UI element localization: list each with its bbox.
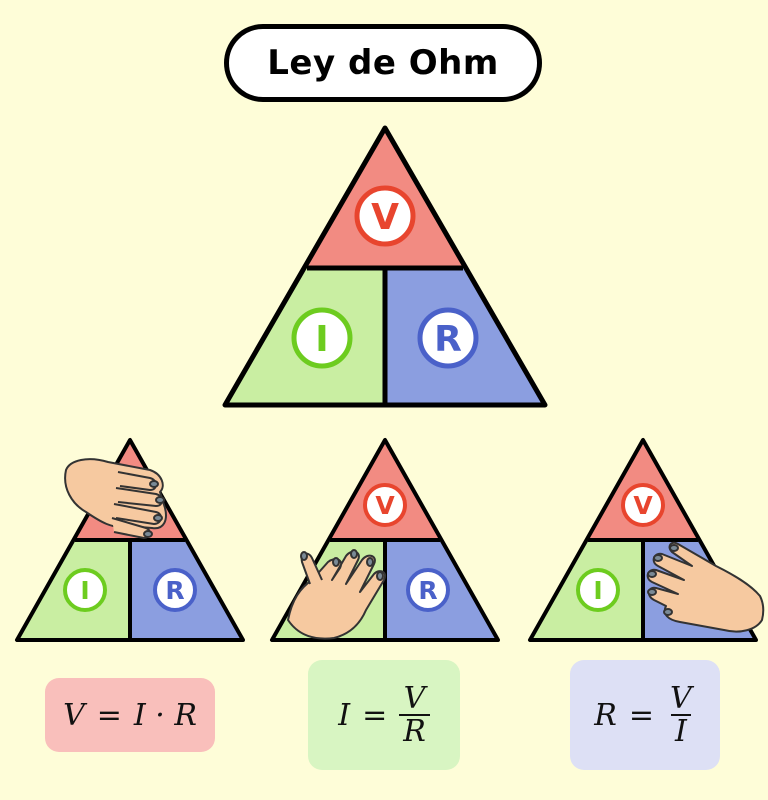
t1-resistance-letter: R <box>165 576 184 605</box>
formula-resistance-fraction: V I <box>666 680 696 748</box>
main-voltage-letter: V <box>371 197 399 238</box>
main-voltage-badge: V <box>354 185 416 247</box>
formula-current-numerator: V <box>403 680 426 716</box>
main-triangle: V I R <box>222 125 548 408</box>
triangle-solve-voltage: I R <box>15 438 245 642</box>
formula-resistance: R = V I <box>570 660 720 770</box>
t3-voltage-badge: V <box>621 483 665 527</box>
t1-resistance-badge: R <box>153 568 197 612</box>
main-resistance-letter: R <box>434 319 462 360</box>
formula-resistance-eq: = <box>628 697 655 733</box>
formula-voltage-eq: = <box>96 697 122 733</box>
hand-icon <box>287 549 386 640</box>
t3-current-badge: I <box>576 568 620 612</box>
t1-current-letter: I <box>80 576 89 605</box>
formula-current: I = V R <box>308 660 460 770</box>
main-resistance-badge: R <box>417 307 479 369</box>
t2-voltage-letter: V <box>375 491 395 520</box>
formula-current-fraction: V R <box>399 680 430 748</box>
t3-voltage-letter: V <box>633 491 653 520</box>
t2-resistance-letter: R <box>418 576 437 605</box>
t3-current-letter: I <box>593 576 602 605</box>
main-current-letter: I <box>315 319 328 360</box>
formula-voltage: V = I · R <box>45 678 215 752</box>
main-current-badge: I <box>291 307 353 369</box>
hand-icon <box>64 458 167 539</box>
title-text: Ley de Ohm <box>267 43 499 83</box>
t2-resistance-badge: R <box>406 568 450 612</box>
formula-resistance-denominator: I <box>670 714 691 748</box>
title-pill: Ley de Ohm <box>224 24 542 102</box>
t1-current-badge: I <box>63 568 107 612</box>
triangle-solve-resistance: V I <box>528 438 765 642</box>
t2-voltage-badge: V <box>363 483 407 527</box>
formula-current-eq: = <box>362 697 388 733</box>
formula-resistance-lhs: R <box>594 697 617 733</box>
formula-current-denominator: R <box>399 714 430 748</box>
formula-resistance-numerator: V <box>670 680 692 716</box>
formula-current-lhs: I <box>338 697 351 733</box>
triangle-solve-current: V R <box>270 438 500 642</box>
formula-voltage-lhs: V <box>63 697 85 733</box>
hand-icon <box>646 541 765 633</box>
formula-voltage-rhs: I · R <box>133 697 197 733</box>
